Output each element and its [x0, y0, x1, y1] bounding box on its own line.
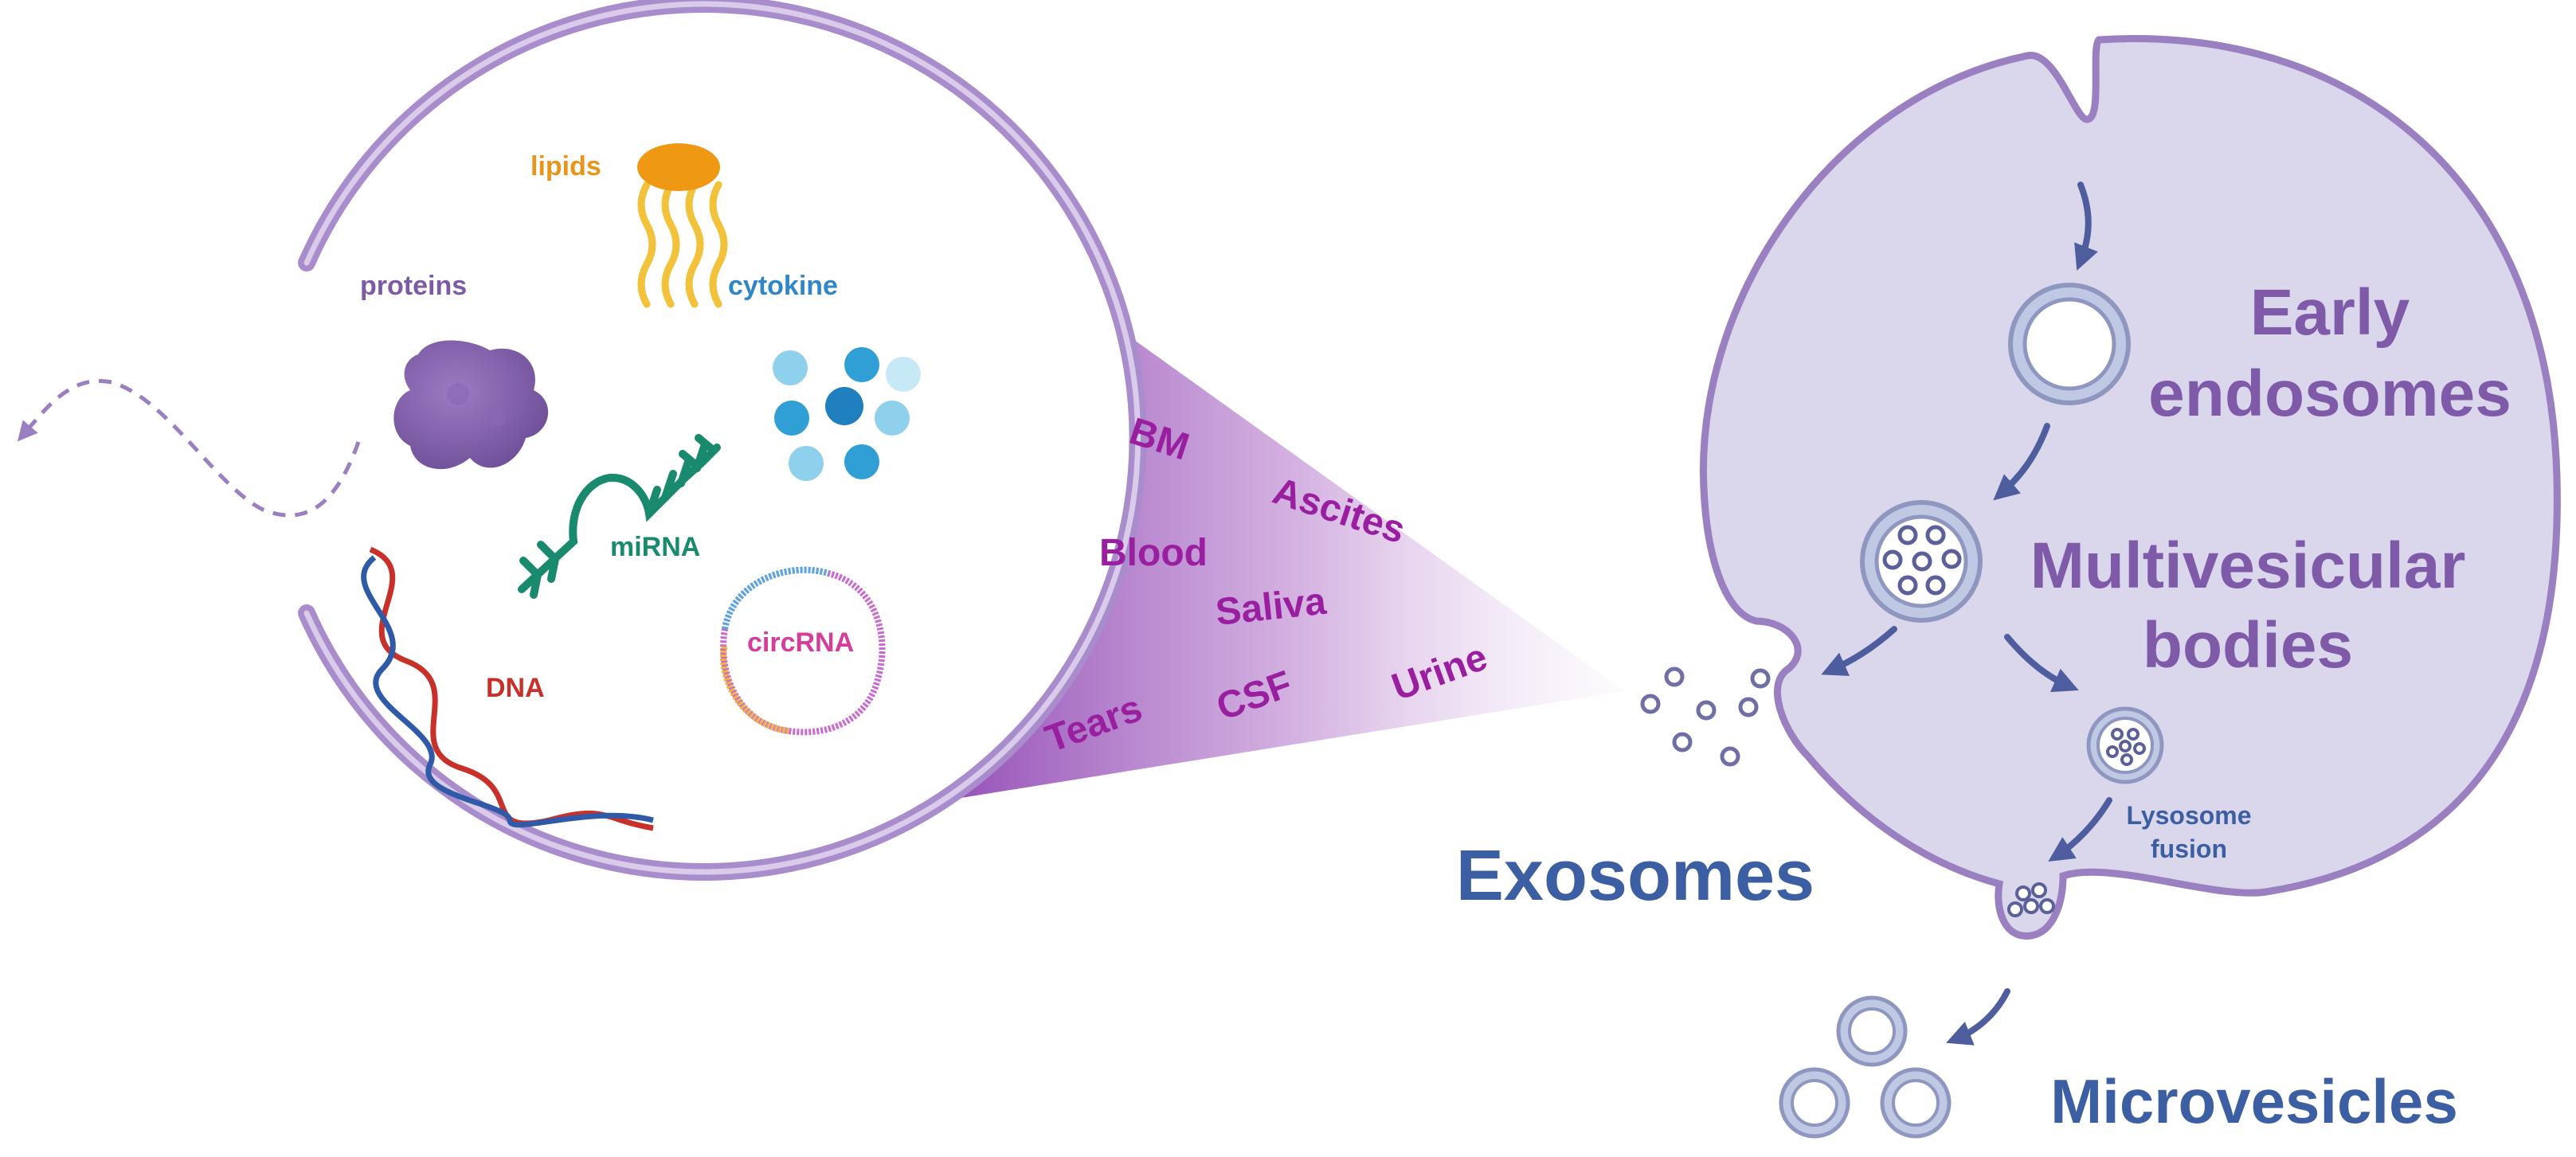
label-mirna: miRNA	[610, 532, 700, 562]
label-circrna: circRNA	[747, 627, 854, 658]
label-cytokine: cytokine	[728, 271, 838, 301]
exosome-zoom-circle	[298, 0, 1147, 881]
label-lysosome-line2: fusion	[2151, 835, 2227, 863]
budding-vesicles	[2007, 882, 2055, 917]
label-microvesicles: Microvesicles	[2050, 1066, 2458, 1136]
label-proteins: proteins	[360, 271, 467, 301]
circrna-icon	[720, 566, 886, 736]
label-exosomes: Exosomes	[1456, 836, 1815, 916]
label-dna: DNA	[486, 673, 545, 703]
release-dashed-arrow	[17, 379, 361, 518]
label-lipids: lipids	[530, 151, 601, 182]
label-early-endosomes-line1: Early	[2250, 276, 2410, 349]
cell-body	[1700, 35, 2561, 940]
label-multivesicular-line2: bodies	[2143, 609, 2353, 682]
label-multivesicular-line1: Multivesicular	[2030, 530, 2466, 602]
pathway-arrows	[1821, 182, 2112, 1046]
released-exosomes	[1640, 666, 1771, 767]
microvesicles-icon	[1779, 995, 1952, 1139]
fluid-blood: Blood	[1099, 532, 1208, 574]
multivesicular-body	[1860, 500, 1983, 623]
label-early-endosomes-line2: endosomes	[2148, 358, 2511, 430]
lysosome	[2086, 706, 2164, 784]
early-endosome	[2008, 283, 2131, 405]
protein-icon	[393, 340, 549, 470]
cytokine-icon	[773, 347, 921, 481]
label-lysosome-line1: Lysosome	[2126, 801, 2251, 830]
mirna-icon	[518, 434, 721, 599]
lipid-icon	[637, 143, 728, 308]
dna-icon	[361, 546, 654, 831]
